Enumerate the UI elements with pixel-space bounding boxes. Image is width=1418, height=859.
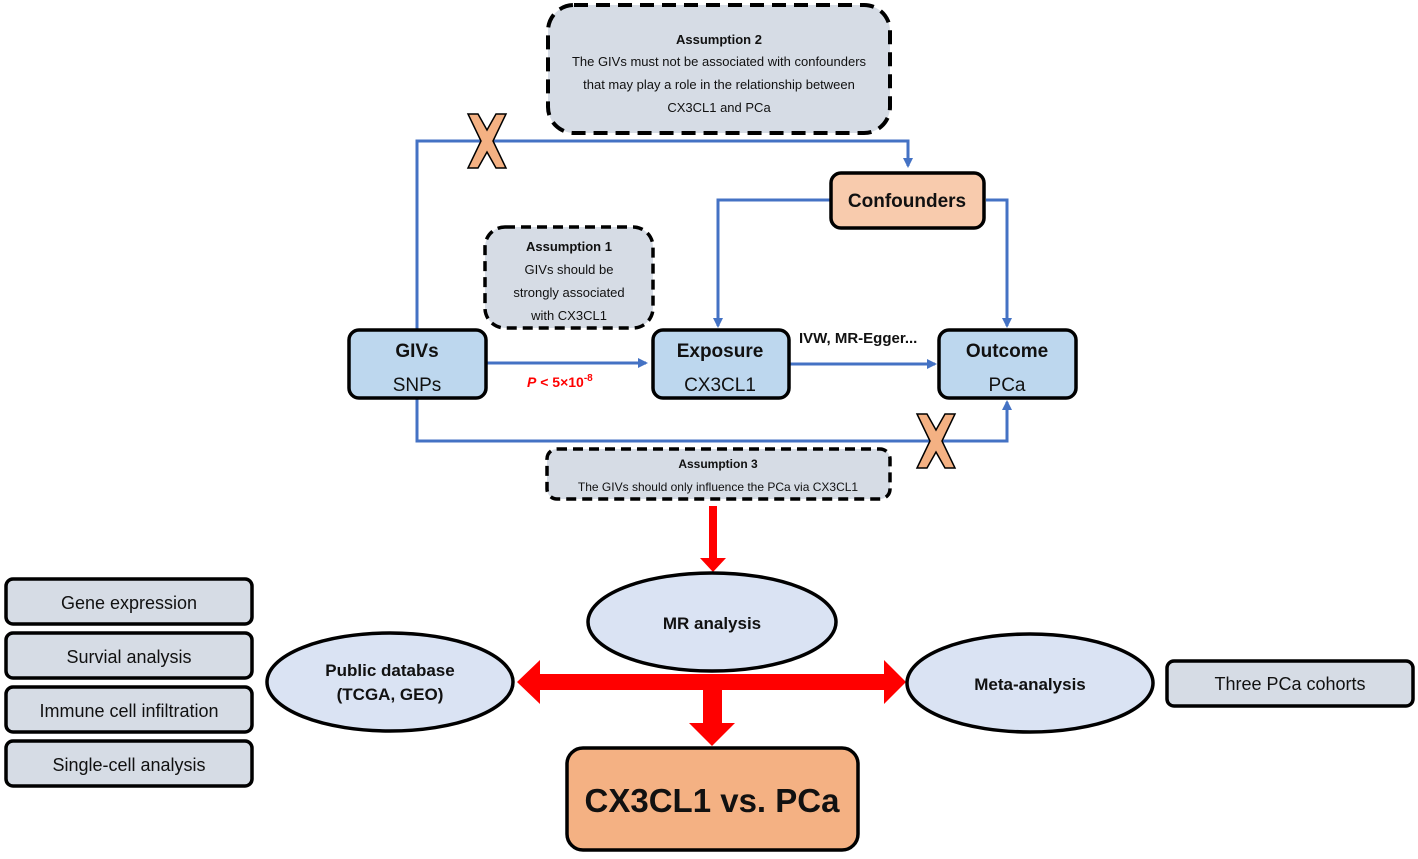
assumption-1-box: Assumption 1 GIVs should be strongly ass… (483, 225, 655, 330)
assumption-2-box: Assumption 2 The GIVs must not be associ… (546, 3, 892, 135)
confounders-label: Confounders (848, 191, 966, 212)
assumption-2-line: that may play a role in the relationship… (583, 77, 855, 92)
red-branch-arrows (517, 660, 906, 746)
exposure-node: Exposure CX3CL1 (651, 328, 791, 400)
list-item: Gene expression (4, 577, 254, 626)
mr-analysis-node: MR analysis (586, 571, 838, 673)
outcome-node: Outcome PCa (937, 328, 1078, 400)
public-db-line2: (TCGA, GEO) (337, 685, 444, 704)
public-database-node: Public database (TCGA, GEO) (265, 631, 515, 733)
assumption-1-line: with CX3CL1 (530, 308, 607, 323)
assumption-2-line: CX3CL1 and PCa (667, 100, 771, 115)
threshold-exponent: -8 (584, 373, 593, 384)
assumption-1-line: GIVs should be (525, 262, 614, 277)
confounders-to-outcome-line (986, 198, 1012, 328)
public-db-items: Gene expression Survial analysis Immune … (4, 577, 254, 788)
givs-title: GIVs (395, 341, 438, 362)
list-item: Single-cell analysis (4, 739, 254, 788)
assumption-2-line: The GIVs must not be associated with con… (572, 54, 867, 69)
threshold-p: P (527, 374, 537, 390)
assumption-2-title: Assumption 2 (676, 32, 762, 47)
connectors (415, 139, 1012, 443)
item-label: Immune cell infiltration (39, 701, 218, 721)
public-db-line1: Public database (325, 661, 454, 680)
red-arrow-to-mr (700, 506, 726, 572)
assumption-3-box: Assumption 3 The GIVs should only influe… (545, 447, 892, 501)
threshold-label: P < 5×10-8 (527, 373, 593, 390)
confounders-to-exposure-line (713, 198, 830, 328)
item-label: Gene expression (61, 593, 197, 613)
list-item: Survial analysis (4, 631, 254, 680)
mr-analysis-label: MR analysis (663, 614, 761, 633)
final-result-label: CX3CL1 vs. PCa (585, 782, 841, 819)
assumption-1-line: strongly associated (513, 285, 624, 300)
assumption-3-title: Assumption 3 (678, 457, 758, 471)
arrow-to-final (689, 688, 735, 746)
assumption-1-title: Assumption 1 (526, 239, 612, 254)
list-item: Three PCa cohorts (1165, 659, 1415, 708)
meta-items: Three PCa cohorts (1165, 659, 1415, 708)
arrow-to-public-db (517, 660, 705, 704)
item-label: Survial analysis (66, 647, 191, 667)
confounders-node: Confounders (829, 171, 986, 230)
cross-mark-icon (915, 413, 957, 469)
givs-to-confounders-line (415, 139, 913, 330)
exposure-subtitle: CX3CL1 (684, 375, 756, 396)
item-label: Single-cell analysis (52, 755, 205, 775)
meta-analysis-label: Meta-analysis (974, 675, 1086, 694)
arrow-to-meta (720, 660, 906, 704)
final-result-node: CX3CL1 vs. PCa (565, 746, 860, 852)
givs-node: GIVs SNPs (347, 328, 488, 400)
assumption-3-line: The GIVs should only influence the PCa v… (578, 480, 858, 494)
cross-mark-icon (466, 113, 508, 169)
item-label: Three PCa cohorts (1214, 674, 1365, 694)
threshold-value: < 5×10 (536, 374, 584, 390)
list-item: Immune cell infiltration (4, 685, 254, 734)
exposure-title: Exposure (677, 341, 764, 362)
methods-label: IVW, MR-Egger... (799, 330, 917, 347)
givs-to-outcome-direct-line (415, 398, 1012, 443)
givs-subtitle: SNPs (393, 375, 442, 396)
outcome-subtitle: PCa (989, 375, 1026, 396)
meta-analysis-node: Meta-analysis (905, 632, 1155, 734)
outcome-title: Outcome (966, 341, 1048, 362)
